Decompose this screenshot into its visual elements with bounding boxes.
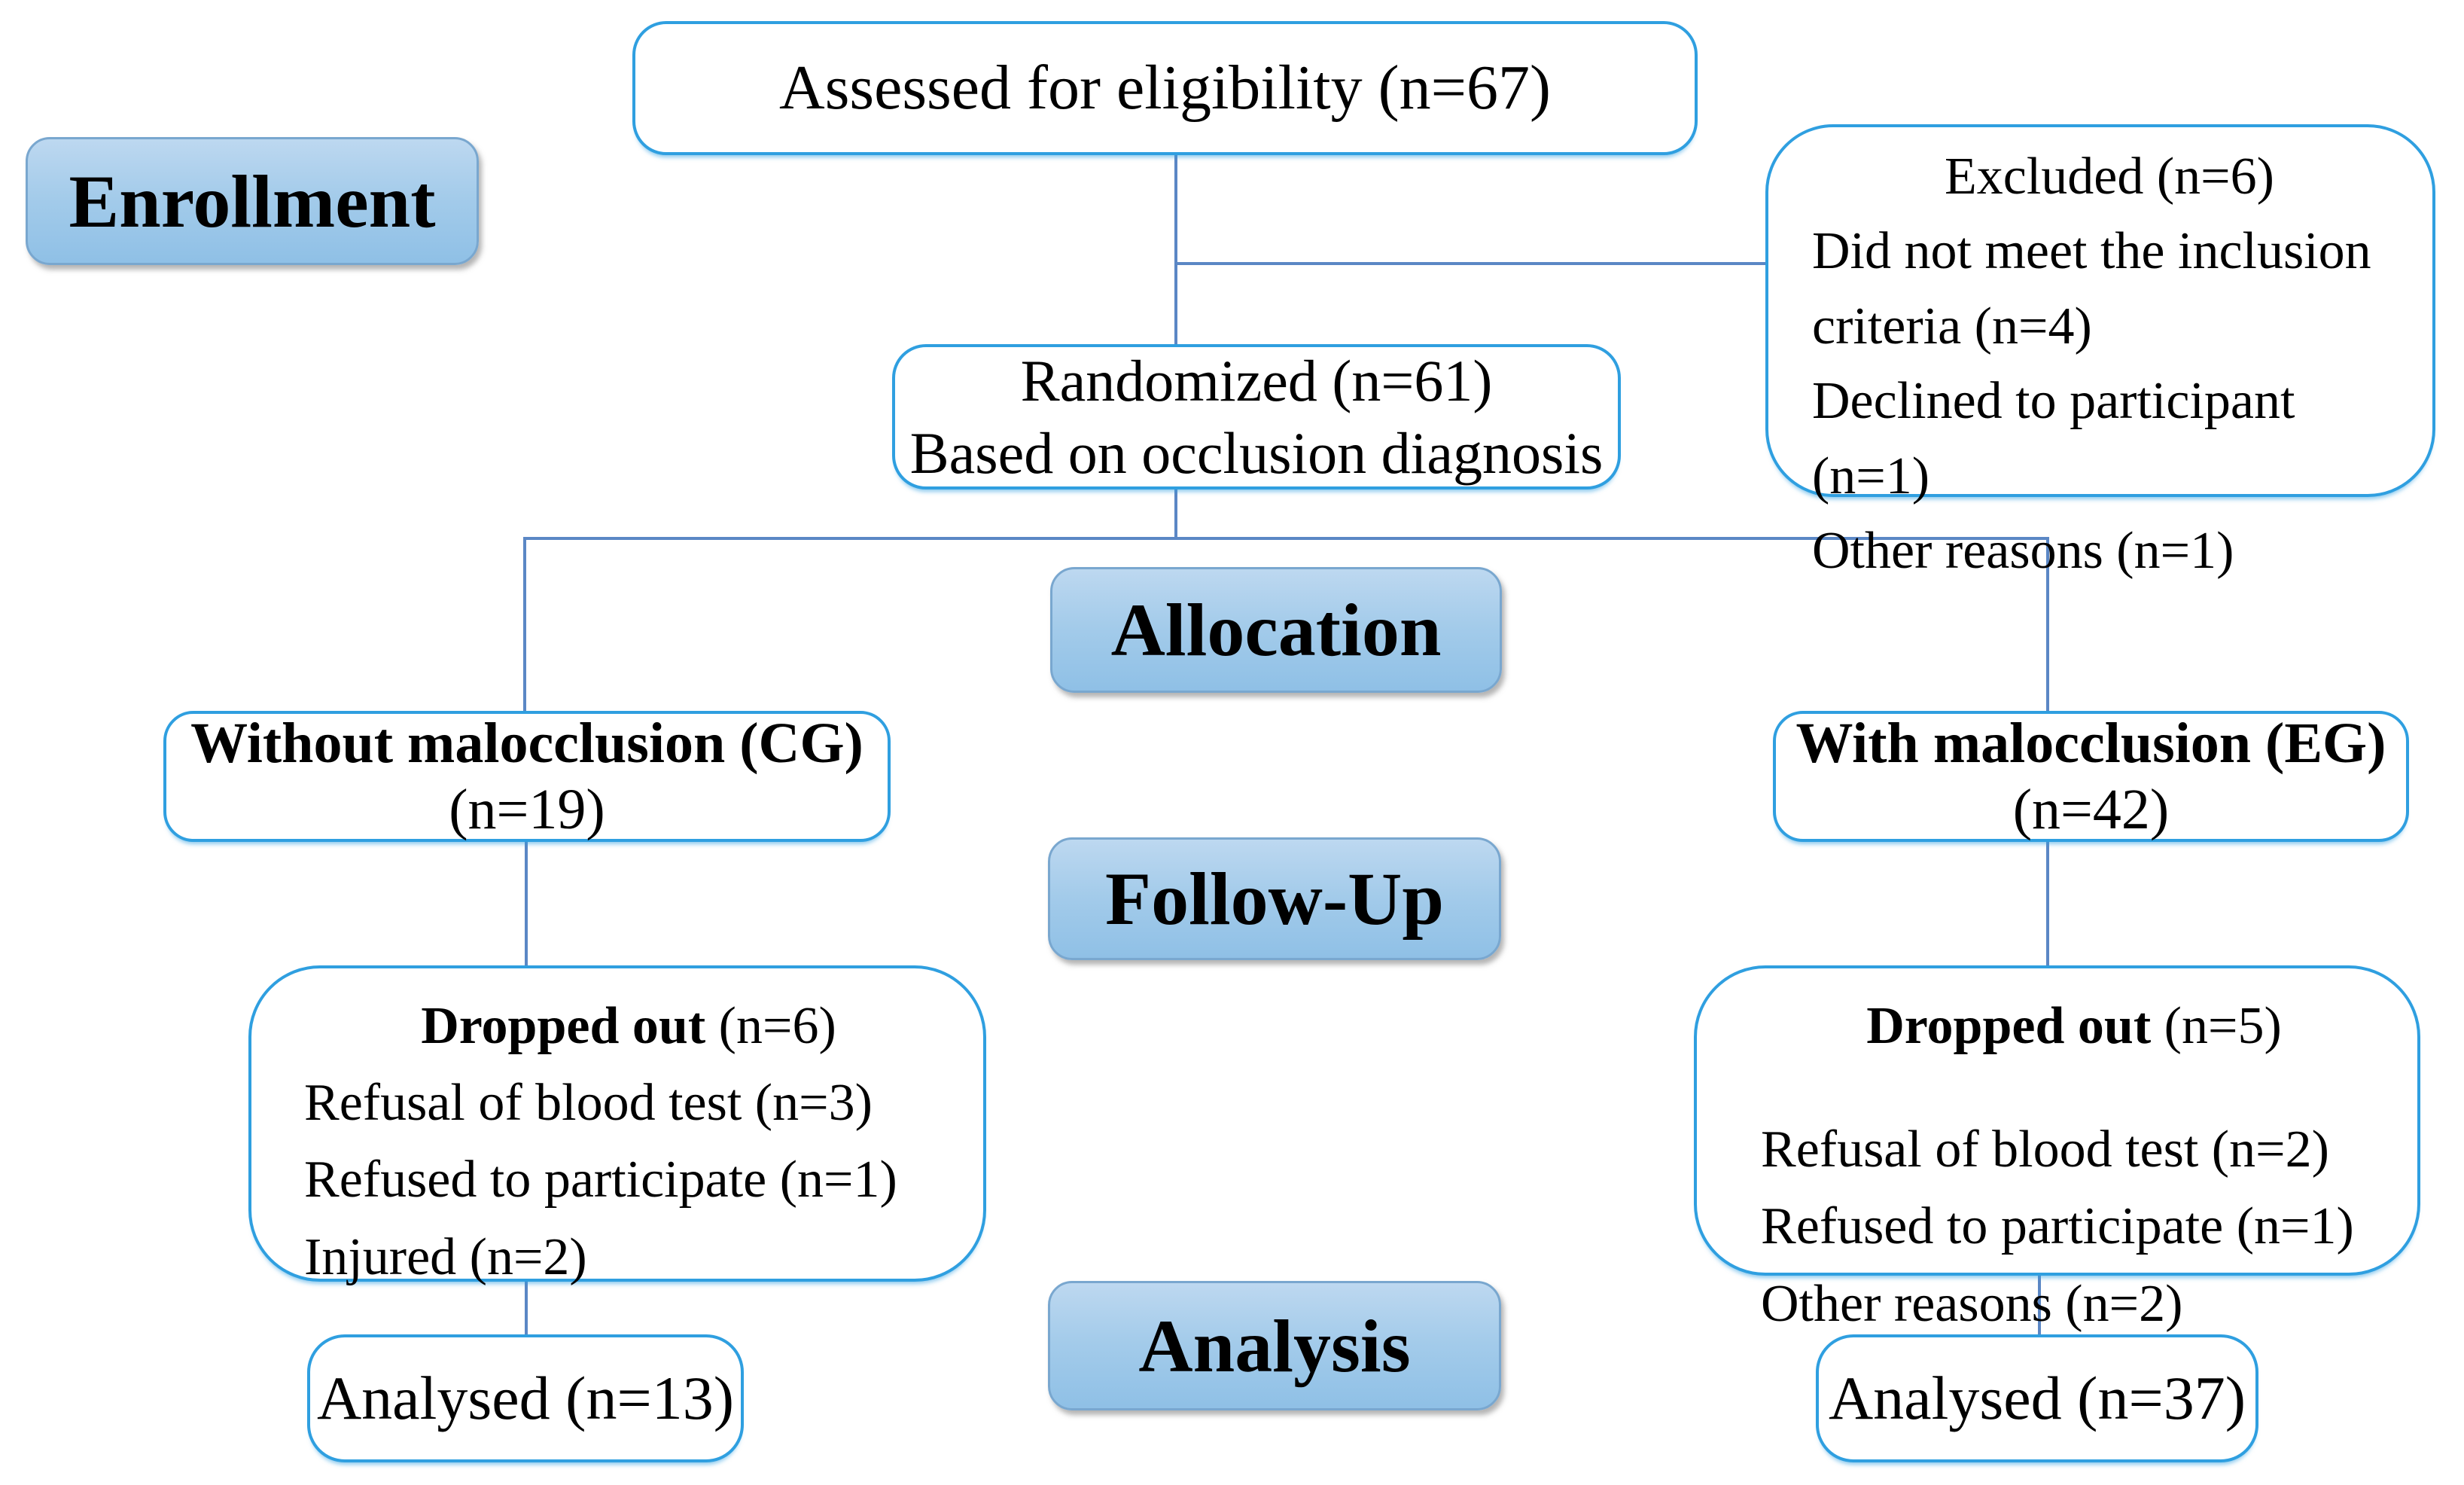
stage-label-follow-up-text: Follow-Up <box>1105 857 1444 941</box>
eg-dropout-reasons: Refusal of blood test (n=2) Refused to p… <box>1761 1111 2387 1343</box>
excluded-reason: Declined to participant (n=1) <box>1812 372 2295 505</box>
stage-label-allocation-text: Allocation <box>1110 588 1442 672</box>
connector-split-to-eg <box>2046 537 2049 714</box>
assessed-text: Assessed for eligibility (n=67) <box>779 52 1551 123</box>
excluded-reason: Did not meet the inclusion criteria (n=4… <box>1812 222 2371 355</box>
stage-label-enrollment: Enrollment <box>26 137 479 265</box>
stage-label-enrollment-text: Enrollment <box>69 159 436 243</box>
stage-label-follow-up: Follow-Up <box>1048 837 1501 960</box>
box-cg-analysed: Analysed (n=13) <box>307 1334 744 1462</box>
connector-eg-to-dropout <box>2046 840 2049 968</box>
box-randomized: Randomized (n=61) Based on occlusion dia… <box>892 344 1621 489</box>
connector-split-to-cg <box>523 537 526 714</box>
cg-dropout-reason: Refusal of blood test (n=3) <box>304 1074 873 1133</box>
eg-dropout-reason: Refusal of blood test (n=2) <box>1761 1121 2329 1179</box>
excluded-title: Excluded (n=6) <box>1945 148 2274 206</box>
eg-dropout-title-rest: (n=5) <box>2151 997 2282 1055</box>
connector-assessed-to-randomized <box>1174 155 1177 344</box>
cg-analysed-text: Analysed (n=13) <box>316 1363 735 1432</box>
stage-label-analysis: Analysis <box>1048 1281 1501 1410</box>
box-cg-dropout: Dropped out (n=6) Refusal of blood test … <box>248 965 986 1286</box>
stage-label-allocation: Allocation <box>1050 567 1502 693</box>
eg-dropout-title-bold: Dropped out <box>1866 997 2152 1055</box>
box-excluded: Excluded (n=6) Did not meet the inclusio… <box>1765 124 2435 580</box>
control-group-n: (n=19) <box>449 778 605 841</box>
eg-dropout-title: Dropped out (n=5) <box>1761 988 2387 1065</box>
cg-dropout-title-rest: (n=6) <box>705 997 836 1055</box>
cg-dropout-reason: Refused to participate (n=1) <box>304 1151 897 1209</box>
eg-analysed-text: Analysed (n=37) <box>1828 1363 2246 1432</box>
control-group-name: Without malocclusion (CG) <box>190 711 863 775</box>
cg-dropout-title: Dropped out (n=6) <box>304 988 953 1065</box>
randomized-line2: Based on occlusion diagnosis <box>909 419 1604 486</box>
cg-dropout-reason: Injured (n=2) <box>304 1227 587 1286</box>
stage-label-analysis-text: Analysis <box>1138 1304 1411 1388</box>
cg-dropout-reasons: Refusal of blood test (n=3) Refused to p… <box>304 1065 953 1296</box>
box-experimental-group: With malocclusion (EG) (n=42) <box>1773 711 2409 842</box>
box-assessed-eligibility: Assessed for eligibility (n=67) <box>632 21 1698 155</box>
connector-eg-to-analysed <box>2038 1274 2041 1337</box>
cg-dropout-title-bold: Dropped out <box>421 997 706 1055</box>
connector-randomized-to-split <box>1174 488 1177 538</box>
eg-dropout-reason: Refused to participate (n=1) <box>1761 1197 2354 1256</box>
box-control-group: Without malocclusion (CG) (n=19) <box>163 711 891 842</box>
connector-to-excluded <box>1174 262 1765 265</box>
connector-split-bar <box>523 537 2049 540</box>
experimental-group-name: With malocclusion (EG) <box>1795 711 2386 775</box>
excluded-reasons: Did not meet the inclusion criteria (n=4… <box>1812 214 2407 588</box>
randomized-line1: Randomized (n=61) <box>1020 348 1493 414</box>
connector-cg-to-dropout <box>525 840 528 968</box>
eg-dropout-reason: Other reasons (n=2) <box>1761 1274 2183 1333</box>
box-eg-analysed: Analysed (n=37) <box>1816 1334 2258 1462</box>
excluded-reason: Other reasons (n=1) <box>1812 521 2234 580</box>
connector-cg-to-analysed <box>525 1279 528 1337</box>
box-eg-dropout: Dropped out (n=5) Refusal of blood test … <box>1694 965 2420 1333</box>
experimental-group-n: (n=42) <box>2012 778 2170 841</box>
